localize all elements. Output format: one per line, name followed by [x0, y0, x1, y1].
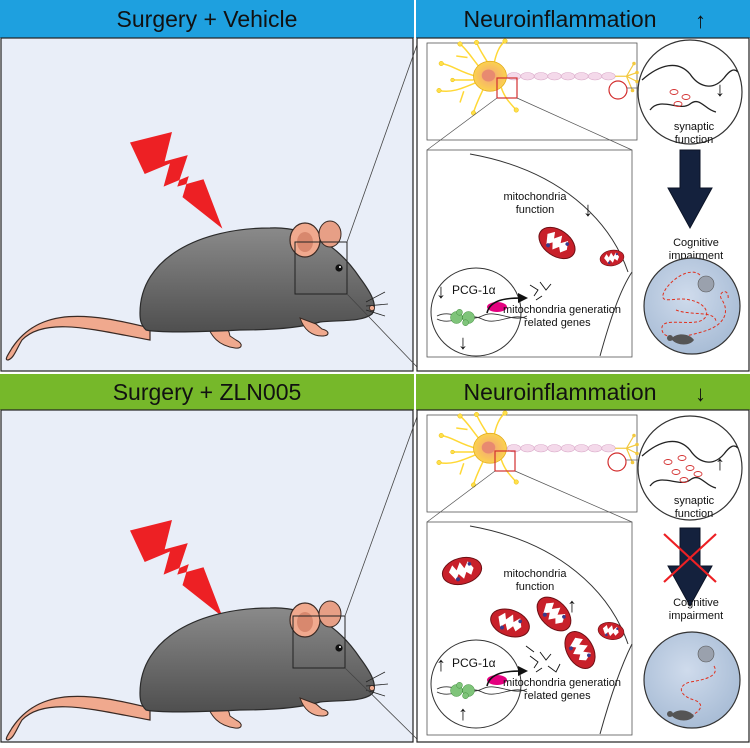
header-neuro-bottom-arrow: ↓ [695, 381, 706, 406]
mito-arrow-top: ↓ [583, 199, 593, 221]
dark-down-arrow-top [667, 149, 713, 230]
genes-label-top-2: related genes [524, 317, 591, 329]
mito-label-top-2: function [516, 204, 555, 216]
genes-label-bottom-2: related genes [524, 690, 591, 702]
cog-label-top-1: Cognitive [673, 237, 719, 249]
synapse-circle [637, 39, 743, 145]
cog-label-bottom-2: impairment [669, 610, 723, 622]
mito-label-bottom-1: mitochondria [504, 568, 568, 580]
water-maze-top [643, 257, 741, 355]
panel-zln005: Surgery + ZLN005 [0, 374, 414, 743]
water-maze-bottom [643, 631, 741, 729]
synaptic-label-top-2: function [675, 134, 714, 146]
genes-arrow-bottom: ↑ [458, 703, 468, 725]
header-neuro-bottom: Neuroinflammation [463, 379, 656, 405]
synaptic-label-bottom-1: synaptic [674, 495, 715, 507]
cog-label-bottom-1: Cognitive [673, 597, 719, 609]
synaptic-arrow-top: ↓ [715, 79, 725, 101]
pgc-label-bottom: PCG-1α [452, 656, 496, 670]
pgc-label-top: PCG-1α [452, 283, 496, 297]
header-vehicle: Surgery + Vehicle [117, 6, 298, 32]
panel-neuroinflammation-up: Neuroinflammation ↑ ↓ synaptic function … [416, 0, 750, 372]
cross-icon [663, 533, 717, 583]
header-neuro-top-arrow: ↑ [695, 8, 706, 33]
dark-down-arrow-bottom [667, 527, 713, 608]
nucleus-circle-top [430, 267, 522, 357]
mito-arrow-bottom: ↑ [567, 595, 577, 617]
synaptic-arrow-bottom: ↑ [715, 453, 725, 475]
mito-label-top-1: mitochondria [504, 191, 568, 203]
pgc-arrow-top: ↓ [436, 281, 446, 303]
genes-label-bottom-1: mitochondria generation [503, 677, 621, 689]
header-bar-vehicle [0, 0, 414, 38]
synaptic-label-top-1: synaptic [674, 121, 715, 133]
synaptic-label-bottom-2: function [675, 508, 714, 520]
panel-vehicle: Surgery + Vehicle [0, 0, 414, 372]
nucleus-circle-bottom [430, 639, 522, 729]
pgc-arrow-bottom: ↑ [436, 654, 446, 676]
header-neuro-top: Neuroinflammation [463, 6, 656, 32]
genes-arrow-top: ↓ [458, 332, 468, 354]
mito-label-bottom-2: function [516, 581, 555, 593]
panel-neuroinflammation-down: Neuroinflammation ↓ ↑ synaptic function … [416, 374, 750, 743]
synapse-circle [637, 415, 743, 521]
header-zln005: Surgery + ZLN005 [113, 379, 302, 405]
genes-label-top-1: mitochondria generation [503, 304, 621, 316]
